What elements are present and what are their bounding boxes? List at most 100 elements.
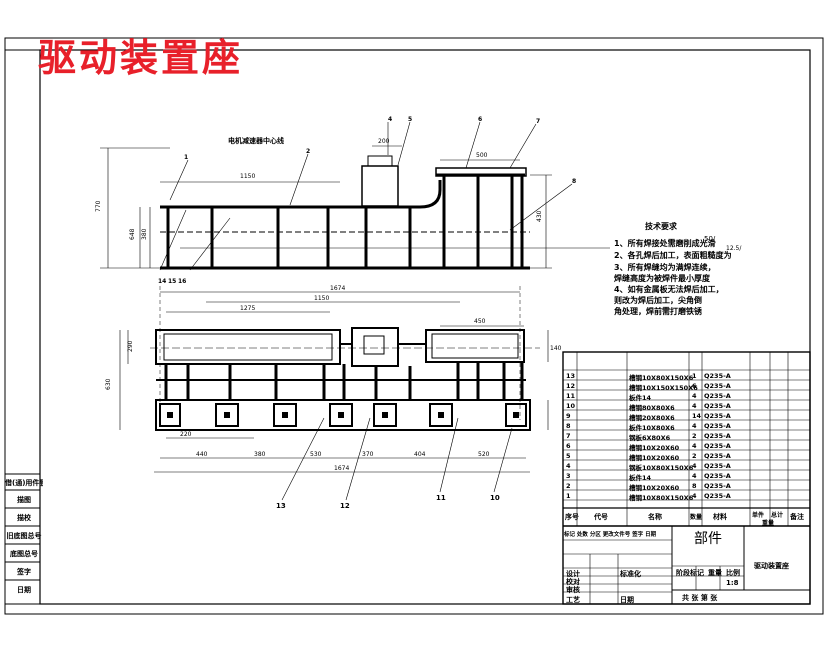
bom-name: 槽钢10X20X60	[629, 484, 680, 492]
tb-stage: 阶段标记	[676, 569, 704, 577]
bom-name: 槽钢80X80X6	[629, 404, 675, 412]
left-cell-sign: 签字	[17, 568, 31, 576]
bom-no: 4	[566, 462, 571, 470]
svg-text:430: 430	[536, 210, 543, 222]
bom-h-remark: 备注	[790, 513, 804, 521]
svg-text:1674: 1674	[334, 465, 349, 472]
svg-text:200: 200	[378, 138, 390, 145]
bom-mat: Q235-A	[704, 392, 731, 400]
bom-name: 槽钢10X150X150X6	[629, 384, 698, 392]
bom-qty: 2	[692, 452, 697, 460]
inner-frame	[39, 49, 811, 605]
bom-no: 1	[566, 492, 571, 500]
svg-text:1275: 1275	[240, 305, 255, 312]
bom-row: 11 板件14 4 Q235-A	[563, 391, 817, 402]
tech-note-7: 角处理，焊前需打磨铁锈	[614, 307, 702, 316]
tb-sheets: 共 张 第 张	[682, 594, 718, 602]
bom-mat: Q235-A	[704, 382, 731, 390]
outer-frame	[4, 37, 824, 615]
svg-text:370: 370	[362, 451, 374, 458]
tb-weight: 重量	[708, 569, 722, 577]
svg-text:440: 440	[196, 451, 208, 458]
left-cell-reg: 借(通)用件登记	[5, 479, 43, 487]
tb-scale-val: 1:8	[726, 579, 739, 587]
bom-no: 8	[566, 422, 571, 430]
svg-text:500: 500	[476, 152, 488, 159]
bom-no: 13	[566, 372, 576, 380]
svg-text:7: 7	[536, 118, 540, 125]
tb-process: 工艺	[566, 596, 580, 604]
bom-no: 7	[566, 432, 571, 440]
svg-text:140: 140	[550, 345, 562, 352]
bom-no: 5	[566, 452, 571, 460]
bom-qty: 4	[692, 442, 697, 450]
front-view	[100, 121, 610, 271]
tb-standard: 标准化	[620, 570, 641, 578]
bom-name: 板件10X80X6	[629, 424, 675, 432]
bom-qty: 4	[692, 392, 697, 400]
bom-qty: 4	[692, 492, 697, 500]
bom-mat: Q235-A	[704, 472, 731, 480]
left-cell-base-no: 底图总号	[10, 550, 38, 558]
tb-review: 审核	[566, 586, 580, 594]
svg-text:8: 8	[572, 178, 576, 185]
bom-qty: 6	[692, 382, 697, 390]
svg-text:16: 16	[178, 278, 186, 285]
tech-note-3: 3、所有焊缝均为满焊连续，	[614, 263, 716, 272]
svg-text:1: 1	[184, 154, 188, 161]
bom-h-no: 序号	[565, 513, 579, 521]
svg-text:380: 380	[141, 228, 148, 240]
bom-no: 12	[566, 382, 576, 390]
tb-mark-header: 标记 处数 分区 更改文件号 签字 日期	[564, 532, 657, 538]
svg-text:4: 4	[388, 116, 392, 123]
svg-text:450: 450	[474, 318, 486, 325]
svg-text:1674: 1674	[330, 285, 345, 292]
plan-view	[119, 286, 549, 501]
bom-name: 槽钢10X20X60	[629, 444, 680, 452]
tb-design: 设计	[566, 570, 580, 578]
bom-name: 槽钢10X20X60	[629, 454, 680, 462]
bom-no: 11	[566, 392, 576, 400]
bom-name: 板件14	[629, 394, 652, 402]
bom-h-mat: 材料	[713, 513, 727, 521]
bom-mat: Q235-A	[704, 432, 731, 440]
svg-text:530: 530	[310, 451, 322, 458]
left-cell-date: 日期	[17, 586, 31, 594]
svg-text:648: 648	[129, 228, 136, 240]
svg-text:290: 290	[127, 340, 134, 352]
svg-text:10: 10	[490, 494, 500, 502]
left-cell-check: 描校	[17, 514, 31, 522]
tb-part-label: 部件	[694, 531, 722, 547]
bom-name: 钢板10X80X150X6	[629, 464, 694, 472]
bom-mat: Q235-A	[704, 442, 731, 450]
svg-text:220: 220	[180, 431, 192, 438]
bom-no: 3	[566, 472, 571, 480]
svg-text:404: 404	[414, 451, 426, 458]
bom-h-unit: 单件	[752, 512, 765, 519]
bom-no: 10	[566, 402, 576, 410]
left-cell-old-no: 旧底图总号	[6, 532, 42, 540]
drawing-title: 驱动装置座	[38, 35, 244, 80]
bom-mat: Q235-A	[704, 372, 731, 380]
bom-h-total: 总计	[771, 512, 784, 519]
svg-text:1150: 1150	[314, 295, 329, 302]
roughness-symbol-2: 12.5/	[726, 245, 742, 252]
bom-name: 板件14	[629, 474, 652, 482]
tech-note-5: 4、如有金属板无法焊后加工，	[614, 285, 724, 294]
bom-no: 6	[566, 442, 571, 450]
svg-text:520: 520	[478, 451, 490, 458]
bom-name: 钢板6X80X6	[629, 434, 671, 442]
bom-name: 槽钢10X80X150X6	[629, 374, 694, 382]
left-table	[4, 473, 41, 605]
bom-qty: 14	[692, 412, 702, 420]
bom-h-name: 名称	[648, 513, 662, 521]
bom-grid	[562, 351, 811, 605]
bom-qty: 1	[692, 372, 697, 380]
